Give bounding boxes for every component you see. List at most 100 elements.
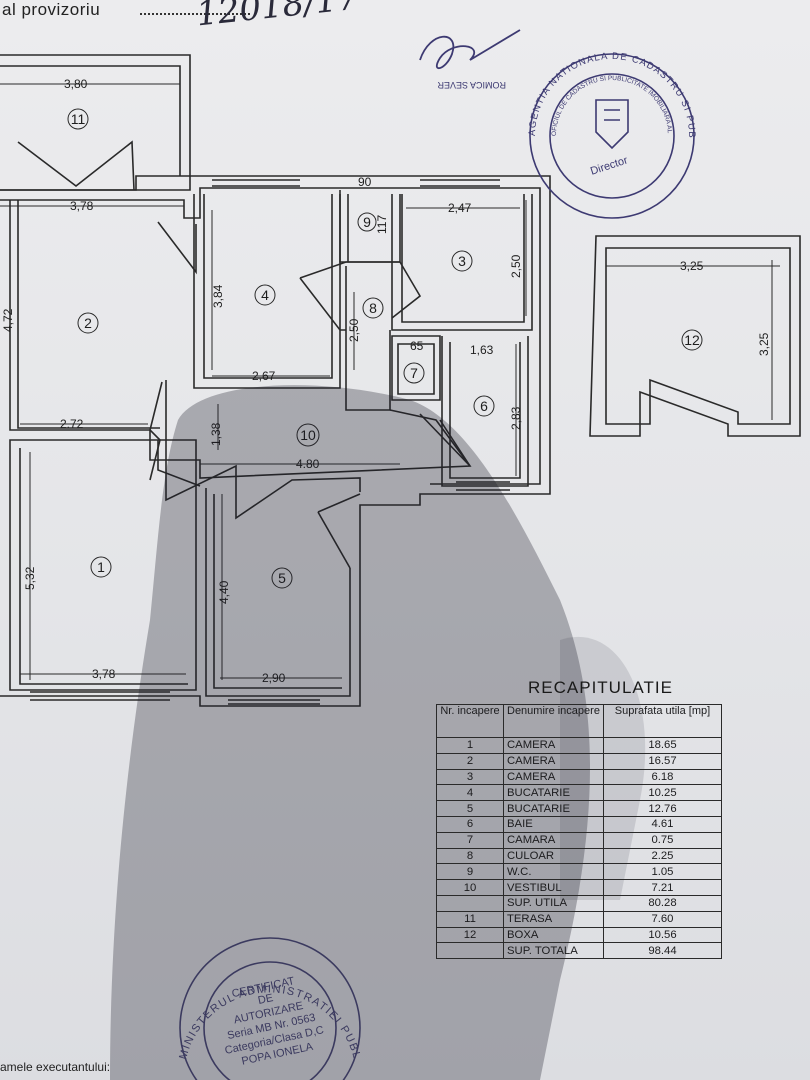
dim-label: 3,80 [64, 77, 88, 91]
dim-label: 3,84 [211, 284, 225, 308]
dim-label: 4,72 [1, 308, 15, 332]
cell-denumire: SUP. TOTALA [503, 942, 604, 960]
svg-text:MINISTERUL ADMINISTRATIEI PUBL: MINISTERUL ADMINISTRATIEI PUBLICE [0, 0, 363, 1061]
svg-text:ROMICA SEVER: ROMICA SEVER [437, 80, 506, 90]
room-2-door [149, 381, 163, 481]
svg-text:4: 4 [261, 287, 269, 303]
svg-text:5: 5 [278, 570, 286, 586]
room-6-door [419, 413, 471, 467]
cell-nr: 2 [436, 752, 504, 770]
col-header-nr: Nr. incapere [436, 704, 504, 738]
svg-text:Director: Director [589, 154, 630, 177]
dim-label: 1,38 [209, 422, 223, 446]
room-10-outline [149, 409, 472, 479]
svg-text:AGENTIA NATIONALA DE CADASTRU: AGENTIA NATIONALA DE CADASTRU SI PUBLICI… [0, 0, 697, 139]
recap-header-row: Nr. incapere Denumire incapere Suprafata… [436, 704, 723, 738]
dim-label: 117 [375, 215, 389, 234]
dim-label: 2,47 [448, 201, 472, 215]
room-label-6: 6 [473, 395, 495, 417]
cell-suprafata: 7.21 [602, 879, 723, 896]
svg-text:2: 2 [84, 315, 92, 331]
svg-text:3: 3 [458, 253, 466, 269]
cell-suprafata: 4.61 [602, 815, 723, 833]
dim-label: 4,40 [217, 580, 231, 604]
room-2-outline [9, 200, 150, 431]
room-label-7: 7 [403, 362, 425, 384]
cell-suprafata: 6.18 [602, 768, 723, 786]
dim-label: 4.80 [296, 457, 320, 471]
footer-label: amele executantului: [0, 1060, 111, 1074]
outer-wall [0, 175, 551, 707]
room-label-10: 10 [296, 423, 320, 447]
cell-nr [436, 894, 504, 912]
dim-label: 3,25 [757, 332, 771, 356]
dim-label: 90 [358, 175, 372, 189]
dim-label: 2,83 [509, 406, 523, 430]
cell-suprafata: 7.60 [602, 910, 723, 928]
room-label-8: 8 [362, 297, 384, 319]
cell-nr: 8 [436, 847, 504, 865]
cell-nr: 1 [436, 737, 504, 754]
coat-of-arms-icon [595, 99, 629, 150]
room-label-4: 4 [254, 284, 276, 306]
cell-suprafata: 10.56 [602, 926, 723, 944]
room-label-2: 2 [77, 312, 99, 334]
svg-text:10: 10 [300, 427, 316, 443]
room-1-outline [9, 439, 197, 691]
cell-suprafata: 18.65 [602, 737, 723, 754]
cell-nr: 11 [436, 910, 504, 928]
dim-label: 3,78 [70, 199, 94, 213]
cell-suprafata: 0.75 [602, 831, 723, 849]
dim-label: 2,67 [252, 369, 276, 383]
cell-nr: 10 [436, 879, 504, 896]
room-3-door [299, 277, 346, 331]
terrace-outline [0, 54, 191, 191]
cell-denumire: CAMERA [503, 752, 604, 770]
cell-nr: 9 [436, 863, 504, 881]
terrace-door-swing [17, 140, 135, 191]
cell-nr: 5 [436, 800, 504, 817]
col-header-suprafata: Suprafata utila [mp] [602, 704, 723, 738]
cell-denumire: CAMERA [503, 737, 604, 754]
cell-denumire: BUCATARIE [503, 800, 604, 817]
svg-text:11: 11 [71, 111, 86, 127]
room-12-outline [589, 235, 801, 437]
col-header-denumire: Denumire incapere [503, 704, 604, 738]
dim-label: 3,78 [92, 667, 116, 681]
cell-suprafata: 98.44 [602, 942, 723, 960]
room-4-outline [193, 194, 341, 389]
cell-suprafata: 16.57 [602, 752, 723, 770]
cell-nr: 6 [436, 815, 504, 833]
dim-label: 2,90 [262, 671, 286, 685]
cell-suprafata: 80.28 [602, 894, 723, 912]
cell-suprafata: 12.76 [602, 800, 723, 817]
room-label-11: 11 [67, 108, 89, 130]
cell-denumire: BOXA [503, 926, 604, 944]
cell-nr: 4 [436, 784, 504, 802]
room-label-1: 1 [90, 556, 112, 578]
cell-denumire: CAMERA [503, 768, 604, 786]
cell-nr: 12 [436, 926, 504, 944]
cell-denumire: VESTIBUL [503, 879, 604, 896]
svg-text:6: 6 [480, 398, 488, 414]
cell-denumire: SUP. UTILA [503, 894, 604, 912]
cell-denumire: BAIE [503, 815, 604, 833]
svg-text:8: 8 [369, 300, 377, 316]
cell-nr [436, 942, 504, 960]
room-label-12: 12 [681, 329, 703, 351]
room-label-3: 3 [451, 250, 473, 272]
room-label-9: 9 [357, 212, 377, 232]
room-5-door [317, 493, 361, 513]
room-7-outline [391, 335, 441, 401]
